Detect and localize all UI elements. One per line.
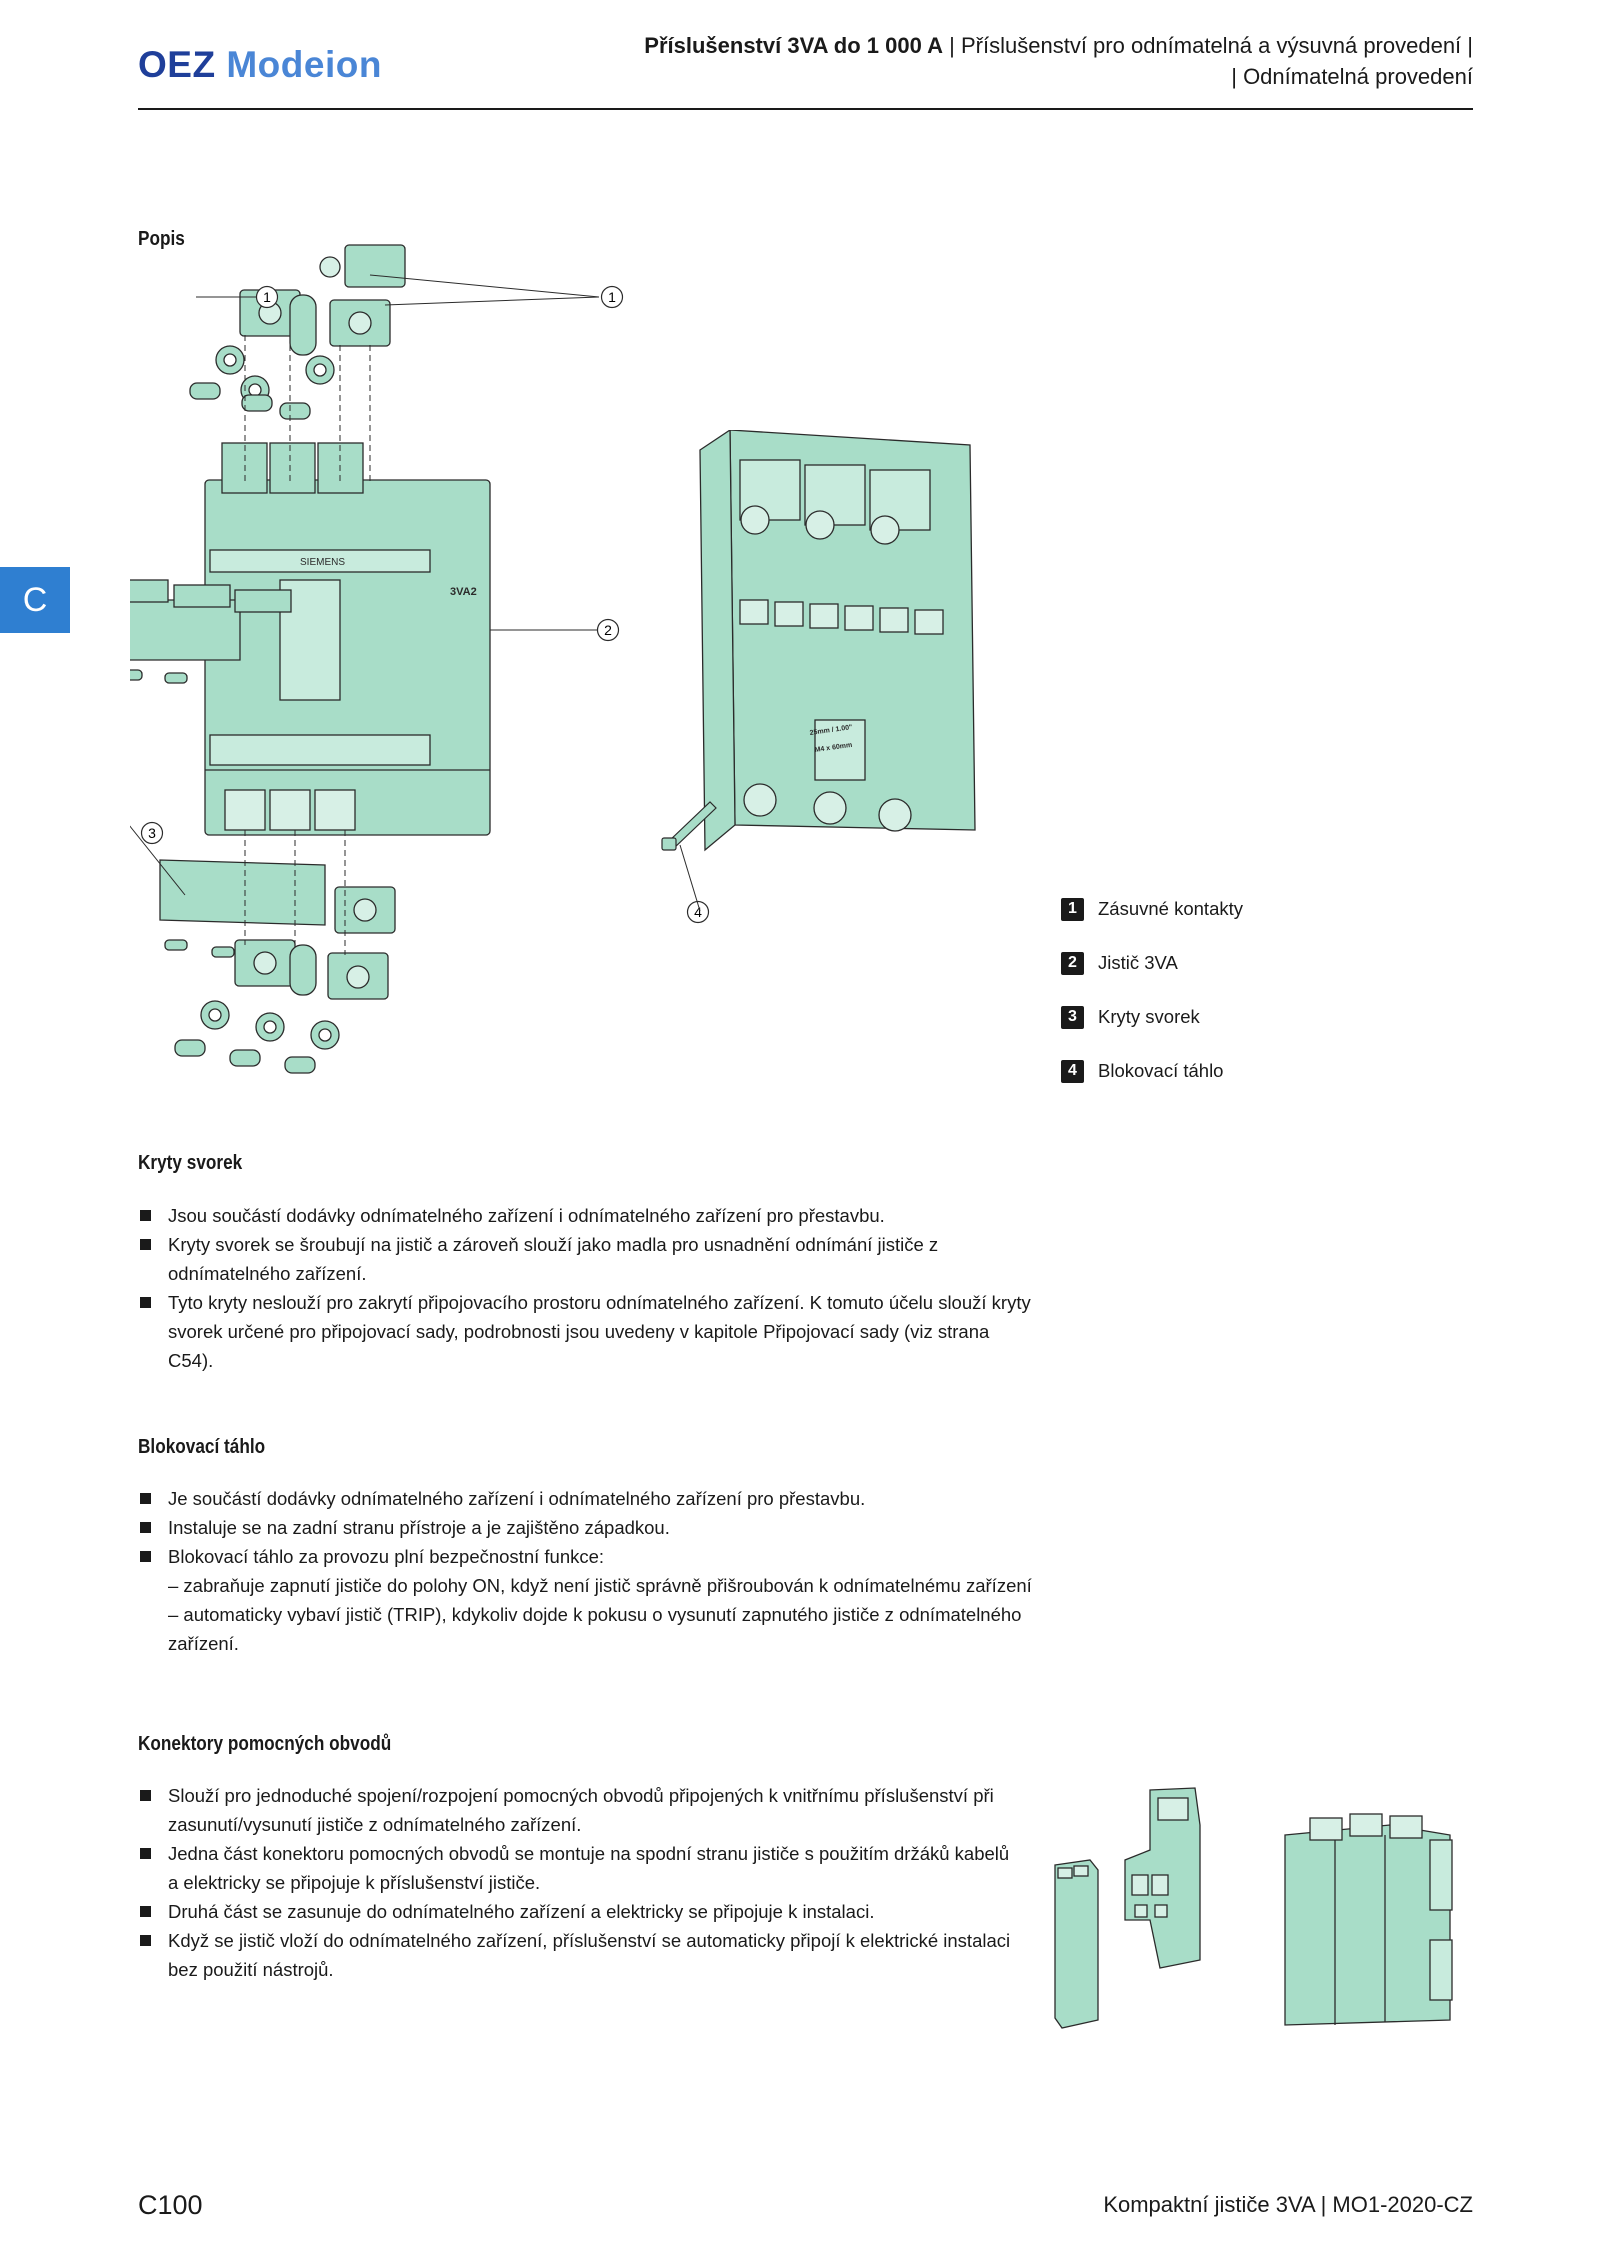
page-number: C100 [138, 2190, 203, 2220]
list-item: Je součástí dodávky odnímatelného zaříze… [138, 1484, 1038, 1513]
drawing-model-label: 3VA2 [450, 586, 477, 598]
drawing-legend: 1 Zásuvné kontakty 2 Jistič 3VA 3 Kryty … [1061, 882, 1243, 1098]
drawing-brand-label: SIEMENS [300, 557, 345, 568]
callout-3-text: 3 [148, 825, 156, 841]
list-item: Instaluje se na zadní stranu přístroje a… [138, 1513, 1038, 1542]
callout-3: 3 [140, 821, 164, 845]
auxiliary-connector-drawing [1054, 1787, 1453, 2029]
breadcrumb: Příslušenství 3VA do 1 000 A | Příslušen… [644, 33, 1473, 89]
legend-num-3: 3 [1061, 1005, 1084, 1029]
breaker-exploded-drawing: SIEMENS 3VA2 [130, 244, 600, 1074]
legend-label-2: Jistič 3VA [1098, 952, 1178, 973]
list-item: Jedna část konektoru pomocných obvodů se… [138, 1839, 1018, 1897]
list-item: Slouží pro jednoduché spojení/rozpojení … [138, 1781, 1018, 1839]
chapter-tab: C [0, 567, 70, 633]
section-title-popis: Popis [138, 228, 185, 250]
oez-modeion-logo: OEZ Modeion [138, 44, 382, 86]
breadcrumb-sub: Příslušenství pro odnímatelná a výsuvná … [961, 33, 1462, 58]
legend-item-4: 4 Blokovací táhlo [1061, 1044, 1243, 1098]
footer-doc-code: MO1-2020-CZ [1332, 2192, 1473, 2217]
callout-4-text: 4 [694, 904, 702, 920]
blokovaci-bullet-list: Je součástí dodávky odnímatelného zaříze… [138, 1484, 1038, 1658]
logo-modeion: Modeion [226, 44, 382, 85]
legend-num-4: 4 [1061, 1059, 1084, 1083]
legend-num-2: 2 [1061, 951, 1084, 975]
footer-doc-info: Kompaktní jističe 3VA | MO1-2020-CZ [1103, 2192, 1473, 2217]
legend-item-1: 1 Zásuvné kontakty [1061, 882, 1243, 936]
callout-1-left-text: 1 [263, 289, 271, 305]
section-title-blokovaci: Blokovací táhlo [138, 1436, 266, 1458]
list-item: Kryty svorek se šroubují na jistič a zár… [138, 1230, 1038, 1288]
list-item: Blokovací táhlo za provozu plní bezpečno… [138, 1542, 1038, 1571]
list-item: Tyto kryty neslouží pro zakrytí připojov… [138, 1288, 1038, 1375]
footer-doc-title: Kompaktní jističe 3VA [1103, 2192, 1315, 2217]
header-divider [138, 108, 1473, 110]
logo-oez: OEZ [138, 44, 216, 85]
konektory-bullet-list: Slouží pro jednoduché spojení/rozpojení … [138, 1781, 1018, 1984]
list-subitem: – zabraňuje zapnutí jističe do polohy ON… [168, 1575, 1032, 1596]
legend-item-2: 2 Jistič 3VA [1061, 936, 1243, 990]
callout-2-text: 2 [604, 622, 612, 638]
callout-1-right: 1 [600, 285, 624, 309]
legend-label-1: Zásuvné kontakty [1098, 898, 1243, 919]
legend-num-1: 1 [1061, 897, 1084, 921]
callout-2: 2 [596, 618, 620, 642]
list-item: Druhá část se zasunuje do odnímatelného … [138, 1897, 1018, 1926]
legend-label-3: Kryty svorek [1098, 1006, 1200, 1027]
list-item: Když se jistič vloží do odnímatelného za… [138, 1926, 1018, 1984]
list-item: Jsou součástí dodávky odnímatelného zaří… [138, 1201, 1038, 1230]
breadcrumb-main: Příslušenství 3VA do 1 000 A [644, 33, 944, 58]
callout-1-right-text: 1 [608, 289, 616, 305]
legend-item-3: 3 Kryty svorek [1061, 990, 1243, 1044]
section-title-konektory: Konektory pomocných obvodů [138, 1733, 392, 1755]
legend-label-4: Blokovací táhlo [1098, 1060, 1224, 1081]
callout-4: 4 [686, 900, 710, 924]
breadcrumb-sub2: Odnímatelná provedení [1243, 64, 1473, 89]
breaker-rear-view-drawing: 25mm / 1.00" M4 x 60mm [661, 430, 976, 912]
kryty-bullet-list: Jsou součástí dodávky odnímatelného zaří… [138, 1201, 1038, 1375]
callout-1-left: 1 [255, 285, 279, 309]
list-subitem: – automaticky vybaví jistič (TRIP), kdyk… [168, 1604, 1022, 1654]
section-title-kryty: Kryty svorek [138, 1152, 243, 1174]
